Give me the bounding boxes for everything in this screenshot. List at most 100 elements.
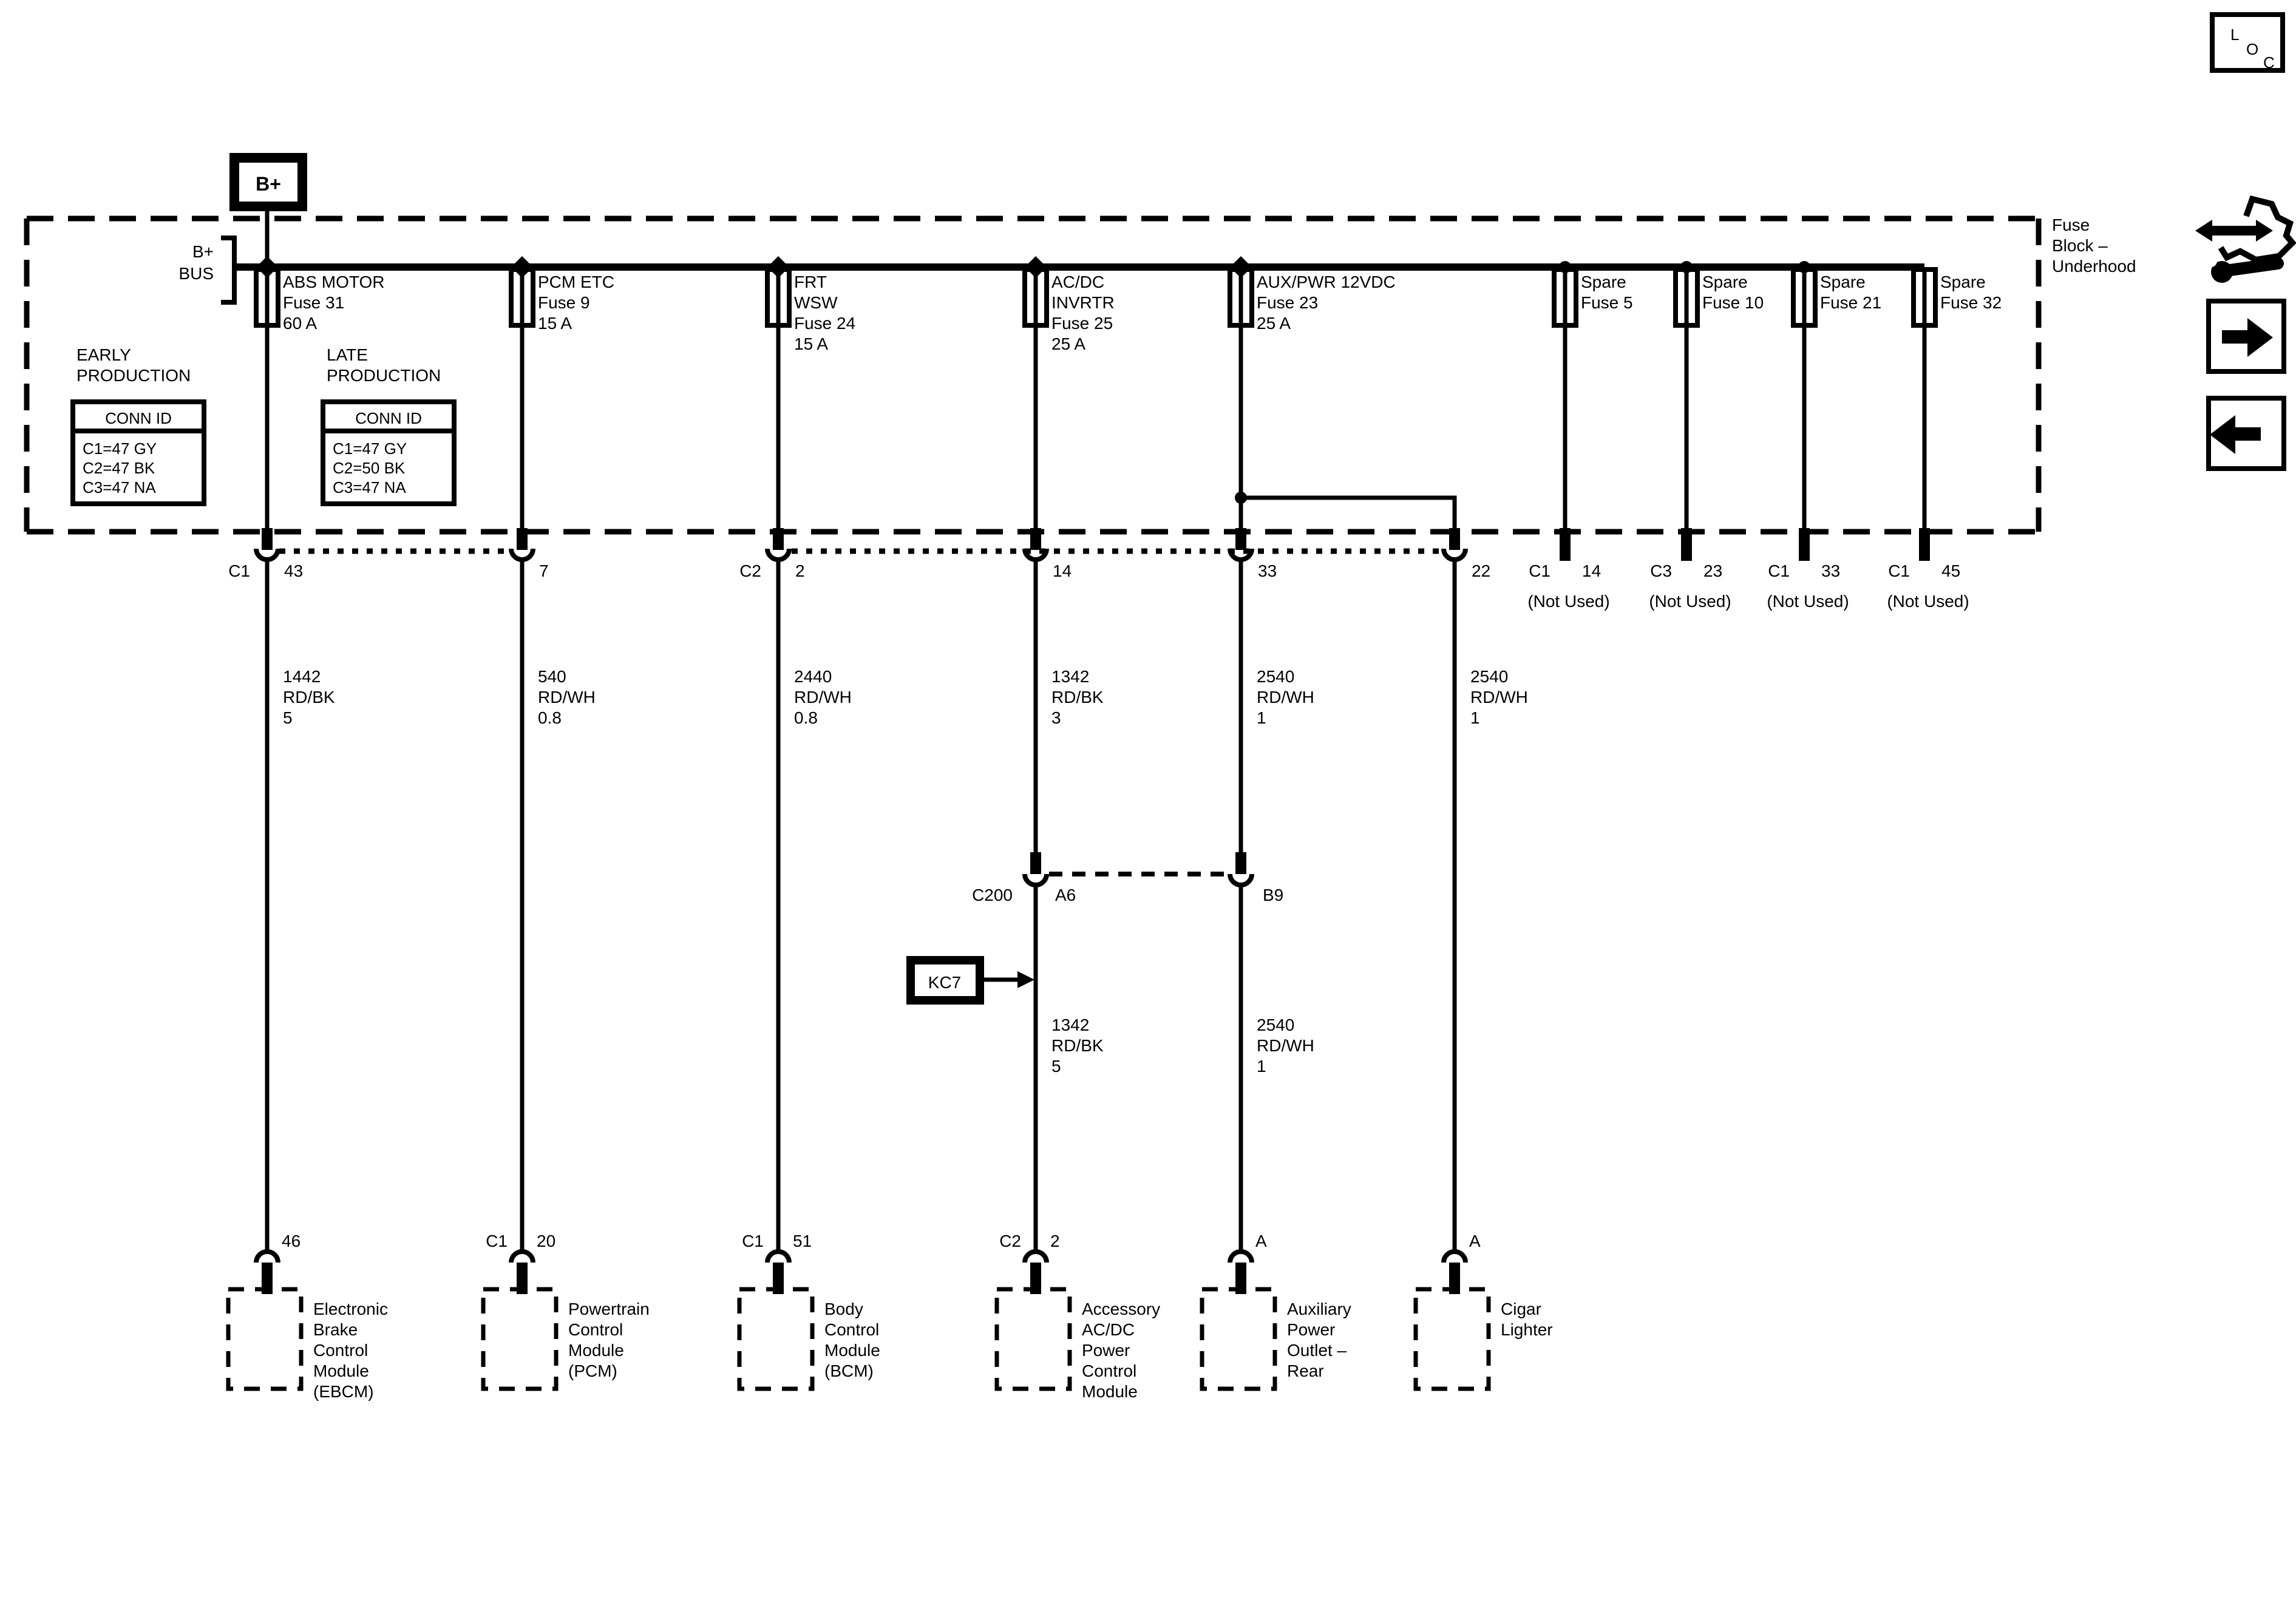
wrench-handle: [2220, 257, 2284, 277]
fuse-symbol: [765, 267, 792, 328]
fuse-abs-motor: ABS MOTOR Fuse 31 60 A: [254, 267, 385, 333]
svg-text:Fuse 21: Fuse 21: [1820, 293, 1881, 312]
previous-page-box[interactable]: [2206, 396, 2286, 471]
svg-text:Control: Control: [568, 1320, 623, 1339]
fuse-symbol: [1673, 267, 1700, 328]
svg-text:15 A: 15 A: [794, 334, 828, 353]
svg-text:1: 1: [1470, 708, 1480, 727]
svg-text:Auxiliary: Auxiliary: [1287, 1300, 1351, 1318]
svg-text:Spare: Spare: [1940, 273, 1986, 291]
loc-box[interactable]: [2210, 12, 2285, 73]
module-box: [1413, 1287, 1491, 1391]
conn-id-header-cell: [70, 399, 206, 433]
fuse-spare-10: Spare Fuse 10: [1673, 267, 1764, 328]
svg-text:AUX/PWR 12VDC: AUX/PWR 12VDC: [1257, 273, 1396, 291]
svg-text:1: 1: [1257, 1057, 1266, 1076]
fuse-symbol: [254, 267, 280, 328]
previous-page-button[interactable]: [2206, 396, 2286, 471]
next-page-button[interactable]: [2206, 299, 2286, 374]
svg-text:C1=47 GY: C1=47 GY: [83, 439, 157, 458]
connector-socket: [509, 548, 535, 562]
svg-text:RD/WH: RD/WH: [538, 688, 596, 707]
svg-text:51: 51: [793, 1232, 812, 1250]
svg-text:2: 2: [795, 561, 805, 580]
svg-text:1: 1: [1257, 708, 1266, 727]
upper-wire-labels: 1442 RD/BK 5 540 RD/WH 0.8 2440 RD/WH 0.…: [283, 667, 1528, 727]
bus-label: B+ BUS: [178, 236, 237, 305]
svg-text:Power: Power: [1082, 1341, 1130, 1360]
battery-label: B+: [256, 173, 281, 195]
svg-text:C1: C1: [742, 1232, 764, 1250]
svg-text:25 A: 25 A: [1051, 334, 1085, 353]
svg-text:2540: 2540: [1257, 1015, 1294, 1034]
svg-text:14: 14: [1053, 561, 1072, 580]
svg-text:Module: Module: [1082, 1382, 1138, 1401]
svg-text:Control: Control: [313, 1341, 368, 1360]
svg-text:CONN ID: CONN ID: [105, 409, 172, 427]
title-line: Block –: [2052, 236, 2108, 255]
svg-text:KC7: KC7: [928, 973, 961, 992]
title-line: Underhood: [2052, 257, 2136, 276]
svg-text:5: 5: [1051, 1057, 1061, 1076]
harness-wires: [265, 560, 1457, 1252]
conn-id-header-cell: [321, 399, 457, 433]
svg-text:CONN ID: CONN ID: [355, 409, 422, 427]
svg-text:Spare: Spare: [1820, 273, 1866, 291]
arrow-left-head: [2195, 220, 2212, 242]
connector-cap: [1022, 1249, 1049, 1263]
wire: [1241, 495, 1457, 529]
svg-text:Fuse 10: Fuse 10: [1702, 293, 1764, 312]
component-view-icon[interactable]: [2195, 195, 2296, 283]
svg-text:RD/BK: RD/BK: [1051, 688, 1104, 707]
svg-text:PRODUCTION: PRODUCTION: [327, 366, 441, 385]
svg-text:Fuse 5: Fuse 5: [1581, 293, 1633, 312]
svg-text:C2: C2: [739, 561, 761, 580]
connector-cap: [765, 1249, 792, 1263]
svg-text:C3: C3: [1650, 561, 1672, 580]
svg-text:A: A: [1255, 1232, 1267, 1250]
svg-text:Cigar: Cigar: [1501, 1300, 1541, 1318]
module-bcm: Body Control Module (BCM): [737, 1287, 880, 1391]
module-aux-power-outlet: Auxiliary Power Outlet – Rear: [1200, 1287, 1351, 1391]
svg-text:25 A: 25 A: [1257, 314, 1291, 333]
module-box: [226, 1287, 304, 1391]
svg-text:C1: C1: [228, 561, 250, 580]
fuse-spare-32: Spare Fuse 32: [1911, 267, 2002, 328]
svg-text:Rear: Rear: [1287, 1361, 1324, 1380]
svg-text:C1=47 GY: C1=47 GY: [333, 439, 407, 458]
svg-text:(Not Used): (Not Used): [1887, 592, 1969, 611]
module-box: [1200, 1287, 1277, 1391]
next-page-box[interactable]: [2206, 299, 2286, 374]
svg-text:LATE: LATE: [327, 345, 368, 364]
svg-text:C1: C1: [1529, 561, 1550, 580]
svg-text:AC/DC: AC/DC: [1082, 1320, 1135, 1339]
svg-text:2440: 2440: [794, 667, 832, 686]
loc-view-button[interactable]: L O C: [2210, 12, 2285, 73]
fuse-aux-pwr: AUX/PWR 12VDC Fuse 23 25 A: [1228, 267, 1396, 333]
svg-text:C3=47 NA: C3=47 NA: [83, 478, 156, 497]
svg-text:(Not Used): (Not Used): [1527, 592, 1609, 611]
svg-text:1342: 1342: [1051, 1015, 1089, 1034]
module-box: [737, 1287, 815, 1391]
svg-text:C3=47 NA: C3=47 NA: [333, 478, 406, 497]
kc7-arrow-head: [1017, 971, 1034, 988]
svg-text:14: 14: [1582, 561, 1601, 580]
svg-text:22: 22: [1472, 561, 1490, 580]
svg-text:Fuse 24: Fuse 24: [794, 314, 855, 333]
svg-text:C1: C1: [1888, 561, 1910, 580]
left-arrow-icon: [2210, 415, 2235, 454]
svg-text:Control: Control: [824, 1320, 879, 1339]
svg-text:C2=50 BK: C2=50 BK: [333, 459, 406, 477]
svg-text:Fuse 31: Fuse 31: [283, 293, 344, 312]
svg-text:3: 3: [1051, 708, 1061, 727]
svg-text:540: 540: [538, 667, 566, 686]
svg-text:Brake: Brake: [313, 1320, 358, 1339]
svg-text:C1: C1: [486, 1232, 508, 1250]
title-line: Fuse: [2052, 215, 2090, 234]
connector-socket: [1022, 873, 1049, 887]
fuse-symbol: [1911, 267, 1938, 328]
svg-text:Fuse 25: Fuse 25: [1051, 314, 1113, 333]
svg-text:Fuse 9: Fuse 9: [538, 293, 590, 312]
loc-letter-l: L: [2230, 25, 2239, 44]
